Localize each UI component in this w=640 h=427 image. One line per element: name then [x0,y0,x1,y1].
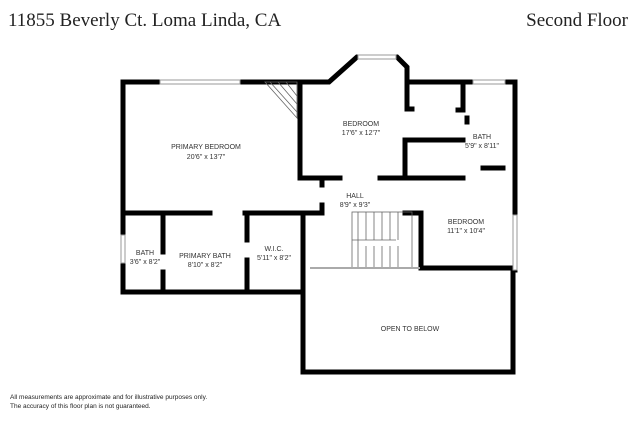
room-dims: 20'6" x 13'7" [187,154,226,161]
disclaimer-line: The accuracy of this floor plan is not g… [10,403,151,410]
room-dims: 8'9" x 9'3" [340,202,371,209]
room-name: BATH [136,250,154,257]
property-address: 11855 Beverly Ct. Loma Linda, CA [8,10,282,31]
walls [120,54,518,375]
room-name: BATH [473,134,491,141]
windows [120,54,518,271]
room-dims: 3'6" x 8'2" [130,259,161,266]
room-dims: 5'11" x 8'2" [257,255,291,262]
disclaimer: All measurements are approximate and for… [10,393,207,411]
room-dims: 11'1" x 10'4" [447,228,485,235]
room-name: PRIMARY BATH [179,253,231,260]
room-dims: 8'10" x 8'2" [188,262,223,269]
room-name: OPEN TO BELOW [381,326,440,333]
stairs [264,81,420,269]
room-dims: 17'6" x 12'7" [342,130,381,137]
room-name: BEDROOM [343,121,379,128]
floor-label: Second Floor [526,10,628,31]
room-dims: 5'9" x 8'11" [465,143,499,150]
room-name: BEDROOM [448,219,484,226]
room-name: W.I.C. [264,246,283,253]
room-name: HALL [346,193,364,200]
room-name: PRIMARY BEDROOM [171,144,241,151]
room-labels: PRIMARY BEDROOM 20'6" x 13'7" BEDROOM 17… [130,121,500,333]
disclaimer-line: All measurements are approximate and for… [10,394,208,401]
